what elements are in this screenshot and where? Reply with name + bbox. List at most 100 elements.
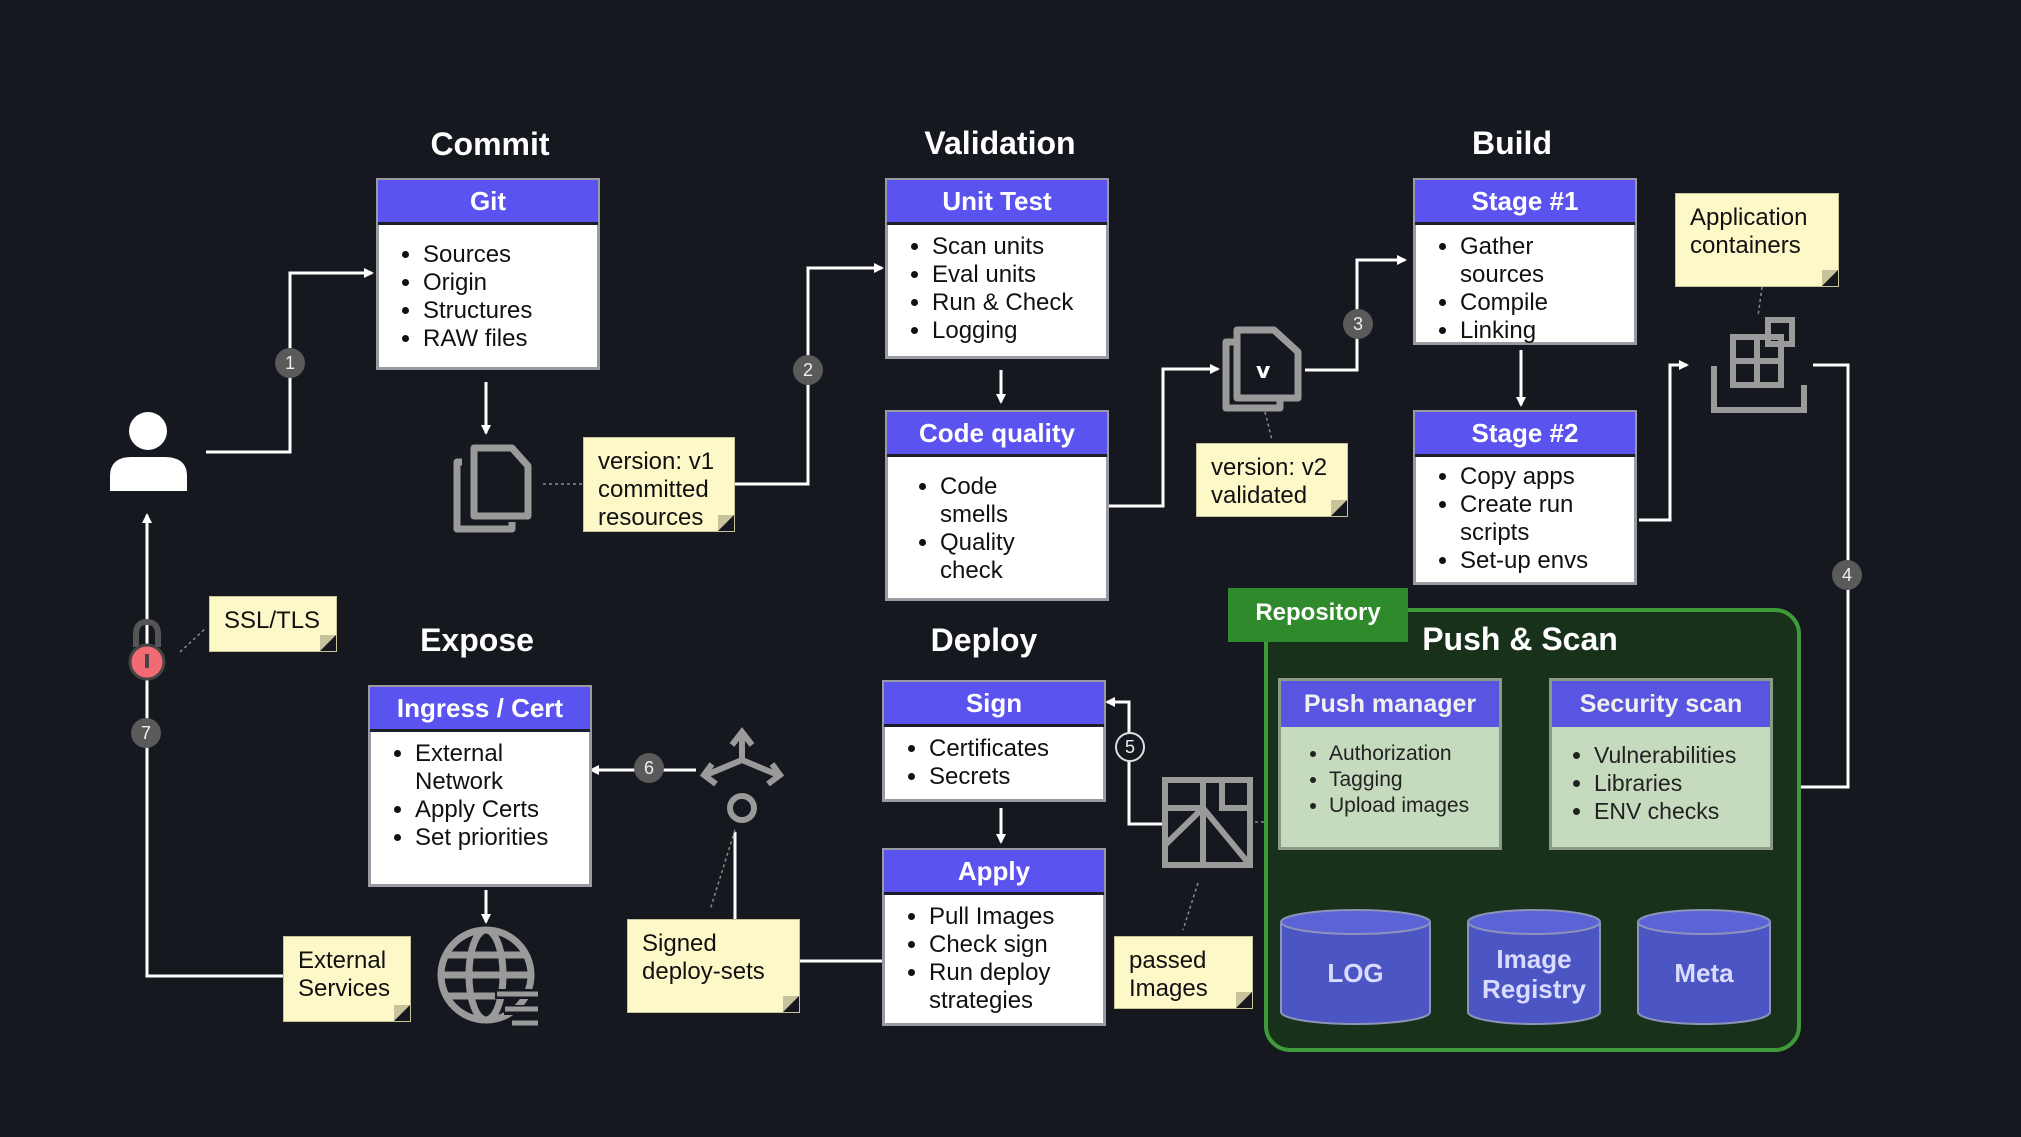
security-scan-card-title: Security scan [1552,681,1770,727]
security-scan-card: Security scan VulnerabilitiesLibrariesEN… [1549,678,1773,850]
log-label: LOG [1327,958,1384,988]
code-quality-card: Code quality Code smellsQuality check [885,410,1109,601]
list-item: Copy apps [1460,463,1604,491]
note-line: passed [1129,947,1207,974]
list-item: Pull Images [929,903,1091,931]
note-v2: version: v2 validated [1196,443,1348,517]
list-item: Sources [423,241,585,269]
globe-icon [437,926,540,1029]
note-ssl: SSL/TLS [209,596,337,652]
list-item: Origin [423,269,585,297]
list-item: Secrets [929,763,1091,791]
image-registry-label-line2: Registry [1481,974,1587,1004]
step-badge-7: 7 [131,718,161,748]
note-line: Images [1129,975,1208,1002]
image-registry-label-line1: Image [1496,944,1572,974]
code-quality-card-title: Code quality [887,412,1107,457]
deploy-title: Deploy [930,622,1038,658]
versioned-files-icon [1222,326,1302,412]
note-line: deploy-sets [642,958,765,985]
user-icon [110,412,187,491]
note-external-services: External Services [283,936,411,1022]
svg-text:v: v [1256,359,1271,384]
containers-icon [1711,317,1807,413]
note-line: Services [298,975,391,1002]
list-item: Vulnerabilities [1594,741,1760,769]
list-item: Quality check [940,529,1066,585]
stage2-card: Stage #2 Copy appsCreate run scriptsSet-… [1413,410,1637,585]
step-badge-3: 3 [1343,309,1373,339]
list-item: Authorization [1329,741,1489,767]
list-item: Apply Certs [415,796,559,824]
note-line: External [298,947,387,974]
note-line: Application [1690,204,1808,231]
apply-card: Apply Pull ImagesCheck signRun deploy st… [882,848,1106,1026]
list-item: Scan units [932,233,1094,261]
note-line: Signed [642,930,717,957]
step-badge-6: 6 [634,753,664,783]
push-manager-card: Push manager AuthorizationTaggingUpload … [1278,678,1502,850]
list-item: Run & Check [932,289,1094,317]
build-title: Build [1472,125,1552,161]
note-v1: version: v1 committed resources [583,437,735,532]
sign-card: Sign CertificatesSecrets [882,680,1106,802]
list-item: Run deploy strategies [929,959,1091,1015]
list-item: Logging [932,317,1094,345]
list-item: Create run scripts [1460,491,1604,547]
step-badge-1: 1 [275,348,305,378]
note-line: containers [1690,232,1801,259]
list-item: Check sign [929,931,1091,959]
note-line: version: v2 [1211,454,1328,481]
list-item: Compile [1460,289,1622,317]
expose-title: Expose [420,622,534,658]
list-item: Structures [423,297,585,325]
list-item: Certificates [929,735,1091,763]
apply-card-title: Apply [884,850,1104,895]
git-card-title: Git [378,180,598,225]
note-line: version: v1 [598,448,715,475]
list-item: ENV checks [1594,797,1760,825]
list-item: Code smells [940,473,1066,529]
list-item: Eval units [932,261,1094,289]
log-storage: LOG [1279,908,1432,1026]
unit-test-card-title: Unit Test [887,180,1107,225]
list-item: Linking [1460,317,1622,345]
note-passed-images: passed Images [1114,936,1253,1009]
push-manager-card-title: Push manager [1281,681,1499,727]
stage2-card-title: Stage #2 [1415,412,1635,457]
list-item: RAW files [423,325,585,353]
list-item: External Network [415,740,559,796]
sign-card-title: Sign [884,682,1104,727]
stage1-card-title: Stage #1 [1415,180,1635,225]
list-item: Tagging [1329,767,1489,793]
image-registry-storage: Image Registry [1466,908,1602,1026]
files-icon [453,444,532,533]
list-item: Gather sources [1460,233,1622,289]
lock-icon [128,618,166,681]
list-item: Libraries [1594,769,1760,797]
unit-test-card: Unit Test Scan unitsEval unitsRun & Chec… [885,178,1109,359]
commit-title: Commit [430,126,550,162]
git-card: Git SourcesOriginStructuresRAW files [376,178,600,370]
repository-tab: Repository [1228,588,1408,642]
validation-title: Validation [924,125,1076,161]
list-item: Set priorities [415,824,559,852]
note-line: committed [598,476,709,503]
ingress-card: Ingress / Cert External NetworkApply Cer… [368,685,592,887]
note-line: resources [598,504,704,531]
step-badge-5: 5 [1115,732,1145,762]
step-badge-4: 4 [1832,560,1862,590]
step-badge-2: 2 [793,355,823,385]
ingress-card-title: Ingress / Cert [370,687,590,732]
note-app-containers: Application containers [1675,193,1839,287]
list-item: Upload images [1329,793,1489,819]
note-line: validated [1211,482,1308,509]
meta-storage: Meta [1636,908,1772,1026]
note-line: SSL/TLS [224,607,321,634]
list-item: Set-up envs [1460,547,1604,575]
meta-label: Meta [1674,958,1734,988]
split-arrows-icon [699,727,785,823]
image-icon [1162,777,1253,868]
push-scan-title: Push & Scan [1422,621,1618,657]
